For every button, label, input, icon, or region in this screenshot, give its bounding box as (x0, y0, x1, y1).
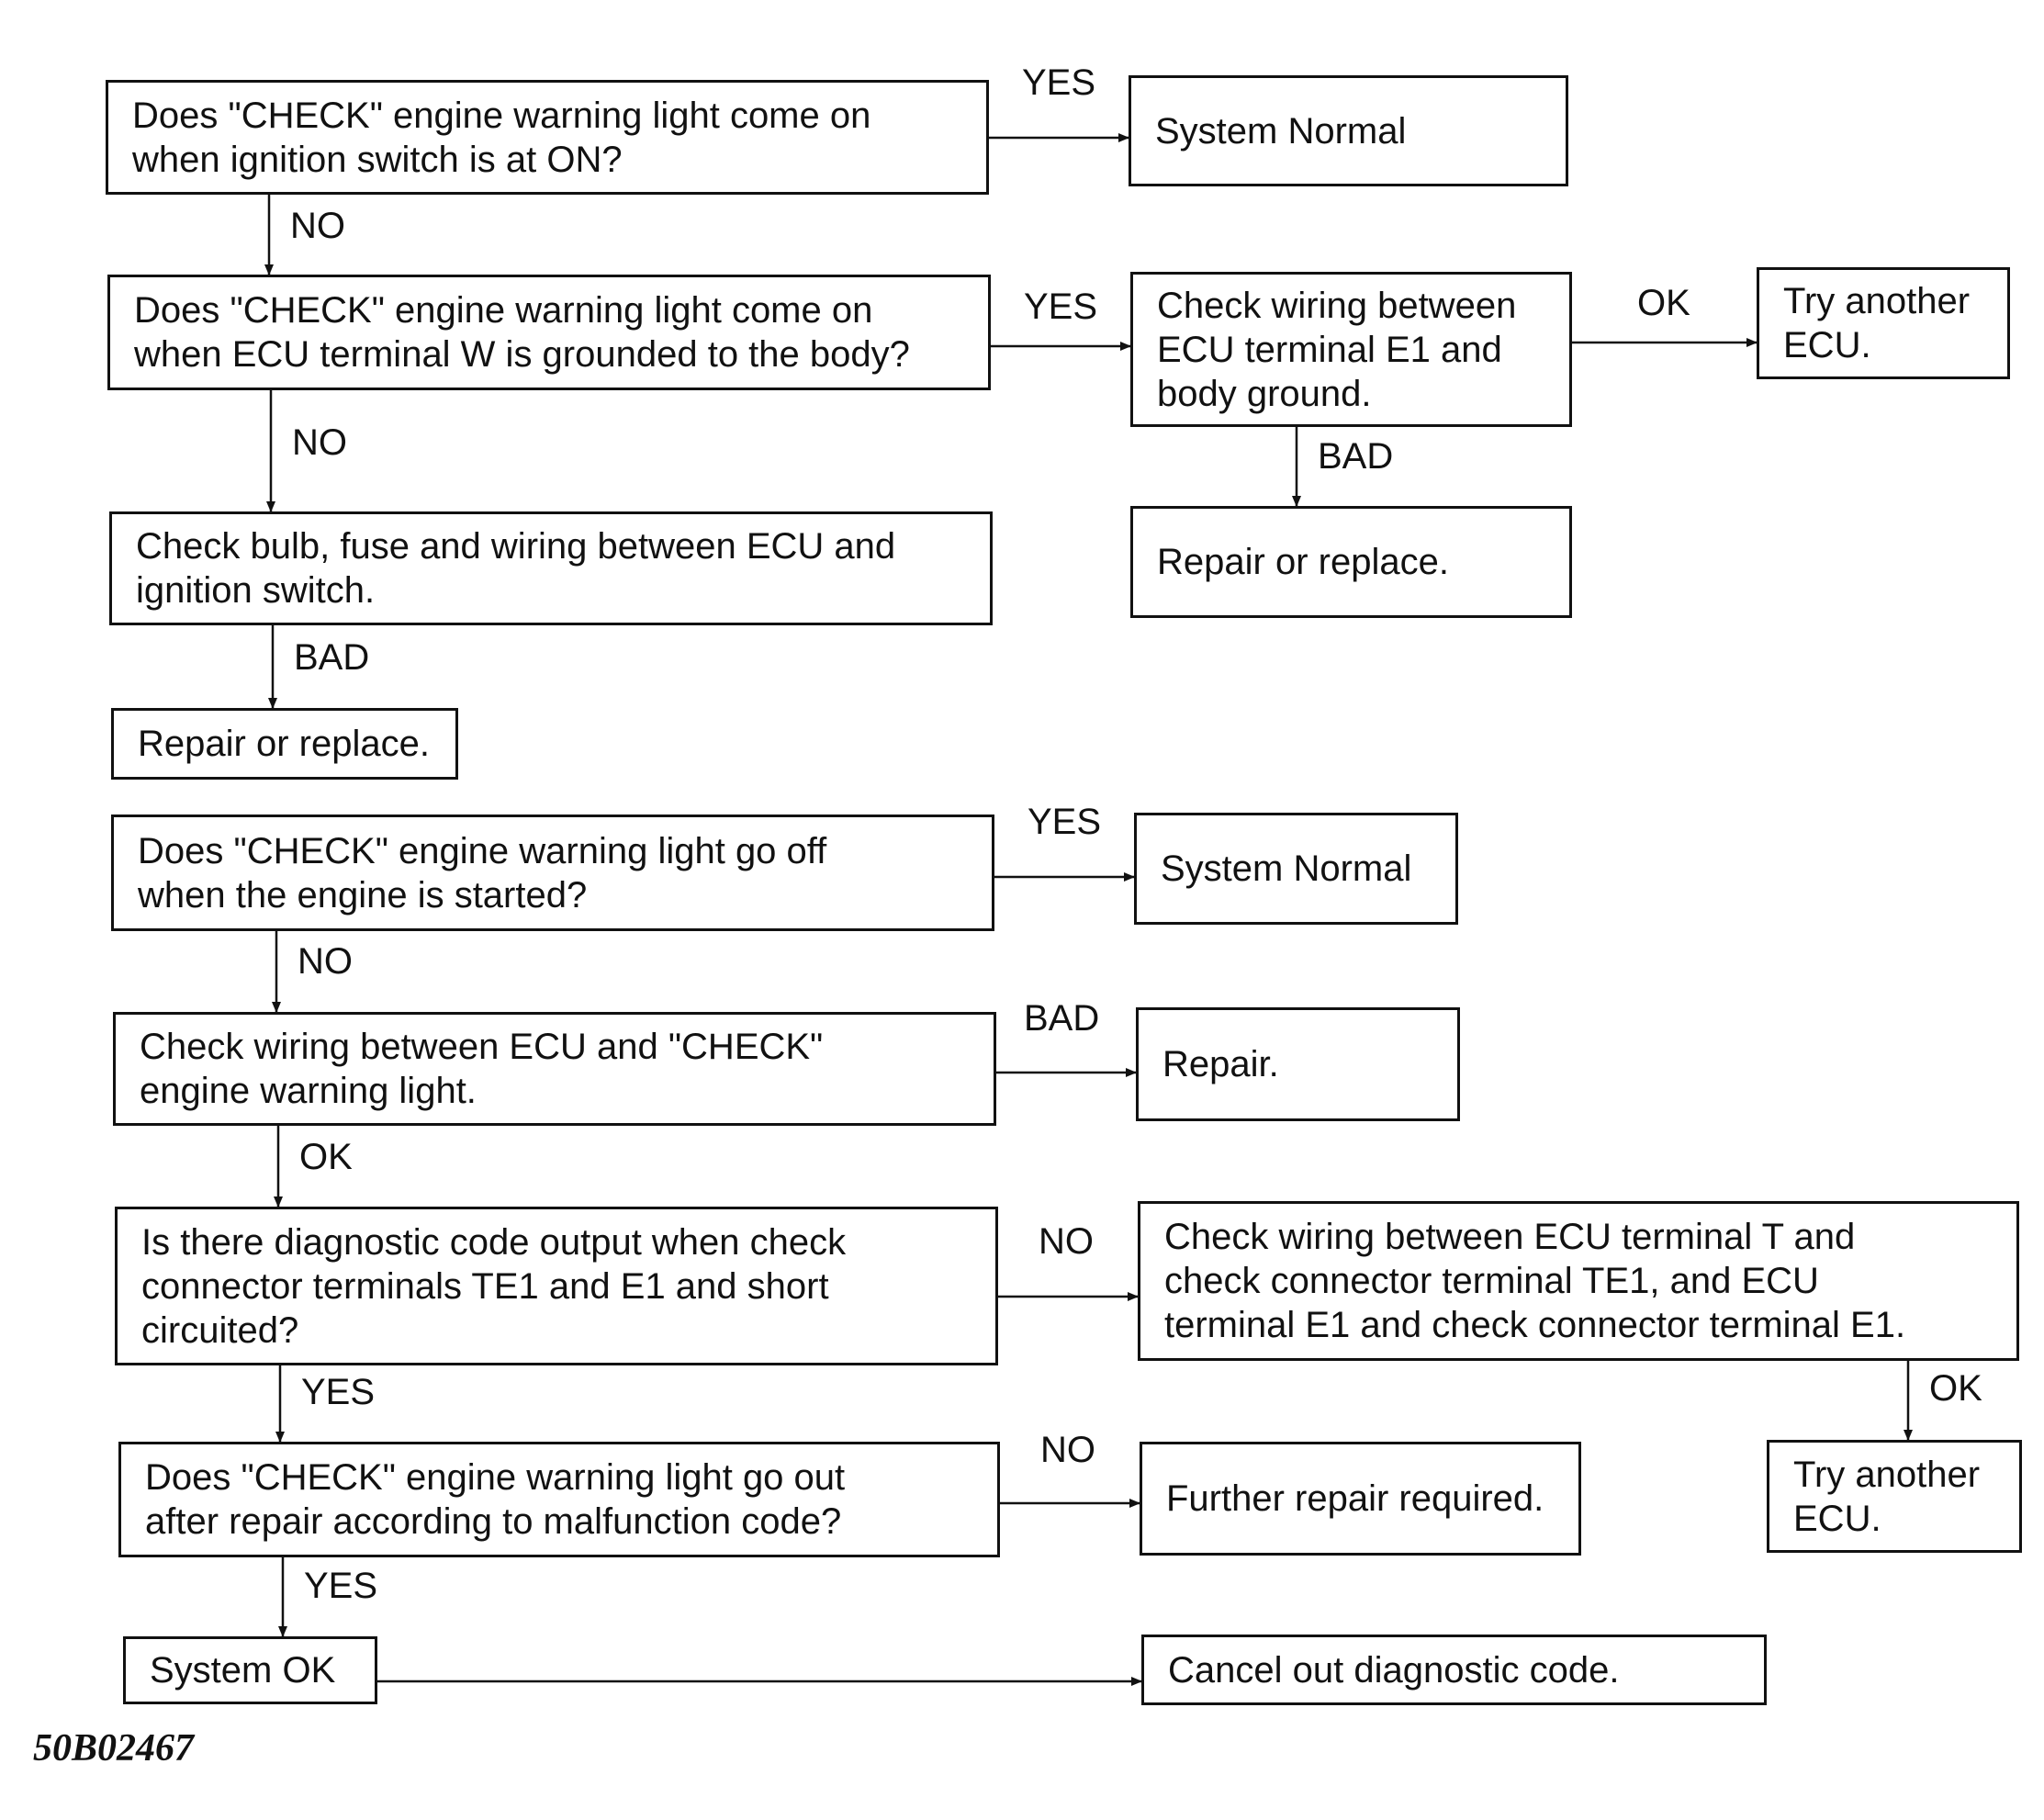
label-yes-q2: YES (1024, 286, 1098, 327)
label-no-q5: NO (1040, 1430, 1095, 1470)
box-further-repair: Further repair required. (1140, 1442, 1581, 1556)
box-check-wiring-e1: Check wiring between ECU terminal E1 and… (1130, 272, 1572, 427)
box-q3-engine-started: Does "CHECK" engine warning light go off… (111, 815, 994, 931)
box-check-bulb-fuse: Check bulb, fuse and wiring between ECU … (109, 511, 993, 625)
box-cancel-diagnostic-code: Cancel out diagnostic code. (1141, 1635, 1767, 1705)
box-q1-ignition-on: Does "CHECK" engine warning light come o… (106, 80, 989, 195)
figure-code: 50B02467 (33, 1727, 195, 1769)
label-bad-check-bulb: BAD (294, 637, 370, 678)
label-yes-q5: YES (304, 1566, 378, 1606)
box-system-ok: System OK (123, 1636, 377, 1704)
box-repair-or-replace-2: Repair or replace. (111, 708, 458, 780)
label-yes-q1: YES (1022, 62, 1096, 103)
label-bad-check-light: BAD (1024, 998, 1100, 1039)
box-try-another-ecu-2: Try another ECU. (1767, 1440, 2022, 1553)
label-bad-check-e1: BAD (1318, 436, 1394, 477)
label-no-q2: NO (292, 422, 347, 463)
label-ok-check-t: OK (1929, 1368, 1982, 1409)
box-system-normal-1: System Normal (1129, 75, 1568, 186)
label-no-q3: NO (298, 941, 353, 982)
box-repair: Repair. (1136, 1007, 1460, 1121)
box-q2-terminal-w: Does "CHECK" engine warning light come o… (107, 275, 991, 390)
label-yes-q4: YES (301, 1372, 376, 1412)
label-no-q1: NO (290, 206, 345, 246)
label-no-q4: NO (1039, 1221, 1094, 1262)
box-q4-diagnostic-output: Is there diagnostic code output when che… (115, 1207, 998, 1365)
box-try-another-ecu-1: Try another ECU. (1757, 267, 2010, 379)
label-ok-check-light: OK (299, 1137, 353, 1177)
box-check-wiring-terminal-t: Check wiring between ECU terminal T and … (1138, 1201, 2019, 1361)
label-ok-check-e1: OK (1637, 283, 1690, 323)
label-yes-q3: YES (1028, 802, 1102, 842)
box-q5-after-repair: Does "CHECK" engine warning light go out… (118, 1442, 1000, 1557)
box-system-normal-2: System Normal (1134, 813, 1458, 925)
box-check-wiring-light: Check wiring between ECU and "CHECK" eng… (113, 1012, 996, 1126)
box-repair-or-replace-1: Repair or replace. (1130, 506, 1572, 618)
